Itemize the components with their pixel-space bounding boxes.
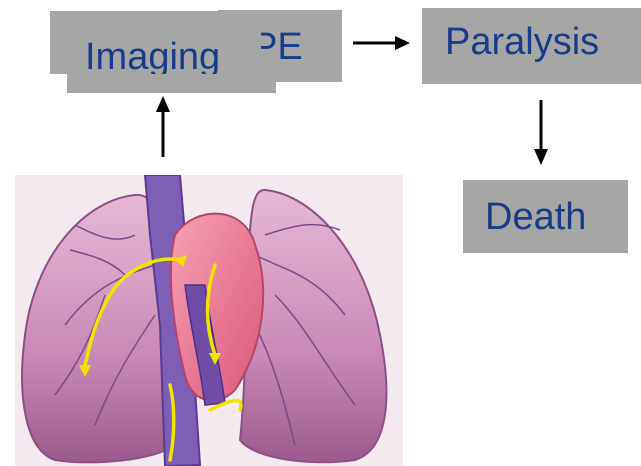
imaging-box: Imaging <box>50 11 261 74</box>
arrow-figure-to-imaging <box>156 96 170 157</box>
arrow-pe-to-paralysis <box>353 36 410 50</box>
death-label: Death <box>485 198 586 236</box>
paralysis-box: Paralysis <box>422 8 641 84</box>
imaging-label: Imaging <box>85 38 220 74</box>
arrow-paralysis-to-death <box>534 100 548 165</box>
paralysis-label: Paralysis <box>445 23 599 61</box>
death-box: Death <box>463 180 628 253</box>
imaging-box-tail <box>67 74 276 93</box>
